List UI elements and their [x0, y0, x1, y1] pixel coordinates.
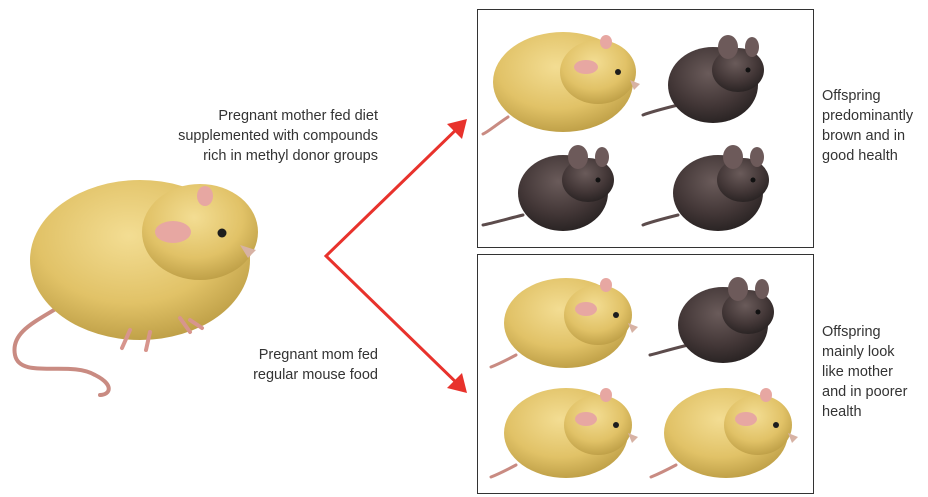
offspring-mouse-yellow: [491, 388, 638, 478]
outcome-supplemented-label: Offspring predominantly brown and in goo…: [822, 86, 928, 166]
offspring-group-top: [478, 10, 812, 246]
offspring-panel-supplemented: [477, 9, 814, 248]
offspring-panel-regular: [477, 254, 814, 494]
offspring-mouse-yellow: [491, 278, 638, 368]
supplemented-diet-label: Pregnant mother fed diet supplemented wi…: [150, 106, 378, 166]
offspring-group-bottom: [478, 255, 812, 492]
offspring-mouse-yellow: [651, 388, 798, 478]
offspring-mouse-brown: [643, 145, 769, 231]
offspring-mouse-brown: [483, 145, 614, 231]
offspring-mouse-brown: [643, 35, 764, 123]
offspring-mouse-brown: [650, 277, 774, 363]
regular-food-label: Pregnant mom fed regular mouse food: [196, 345, 378, 385]
offspring-mouse-yellow: [483, 32, 640, 134]
outcome-regular-label: Offspring mainly look like mother and in…: [822, 322, 928, 422]
